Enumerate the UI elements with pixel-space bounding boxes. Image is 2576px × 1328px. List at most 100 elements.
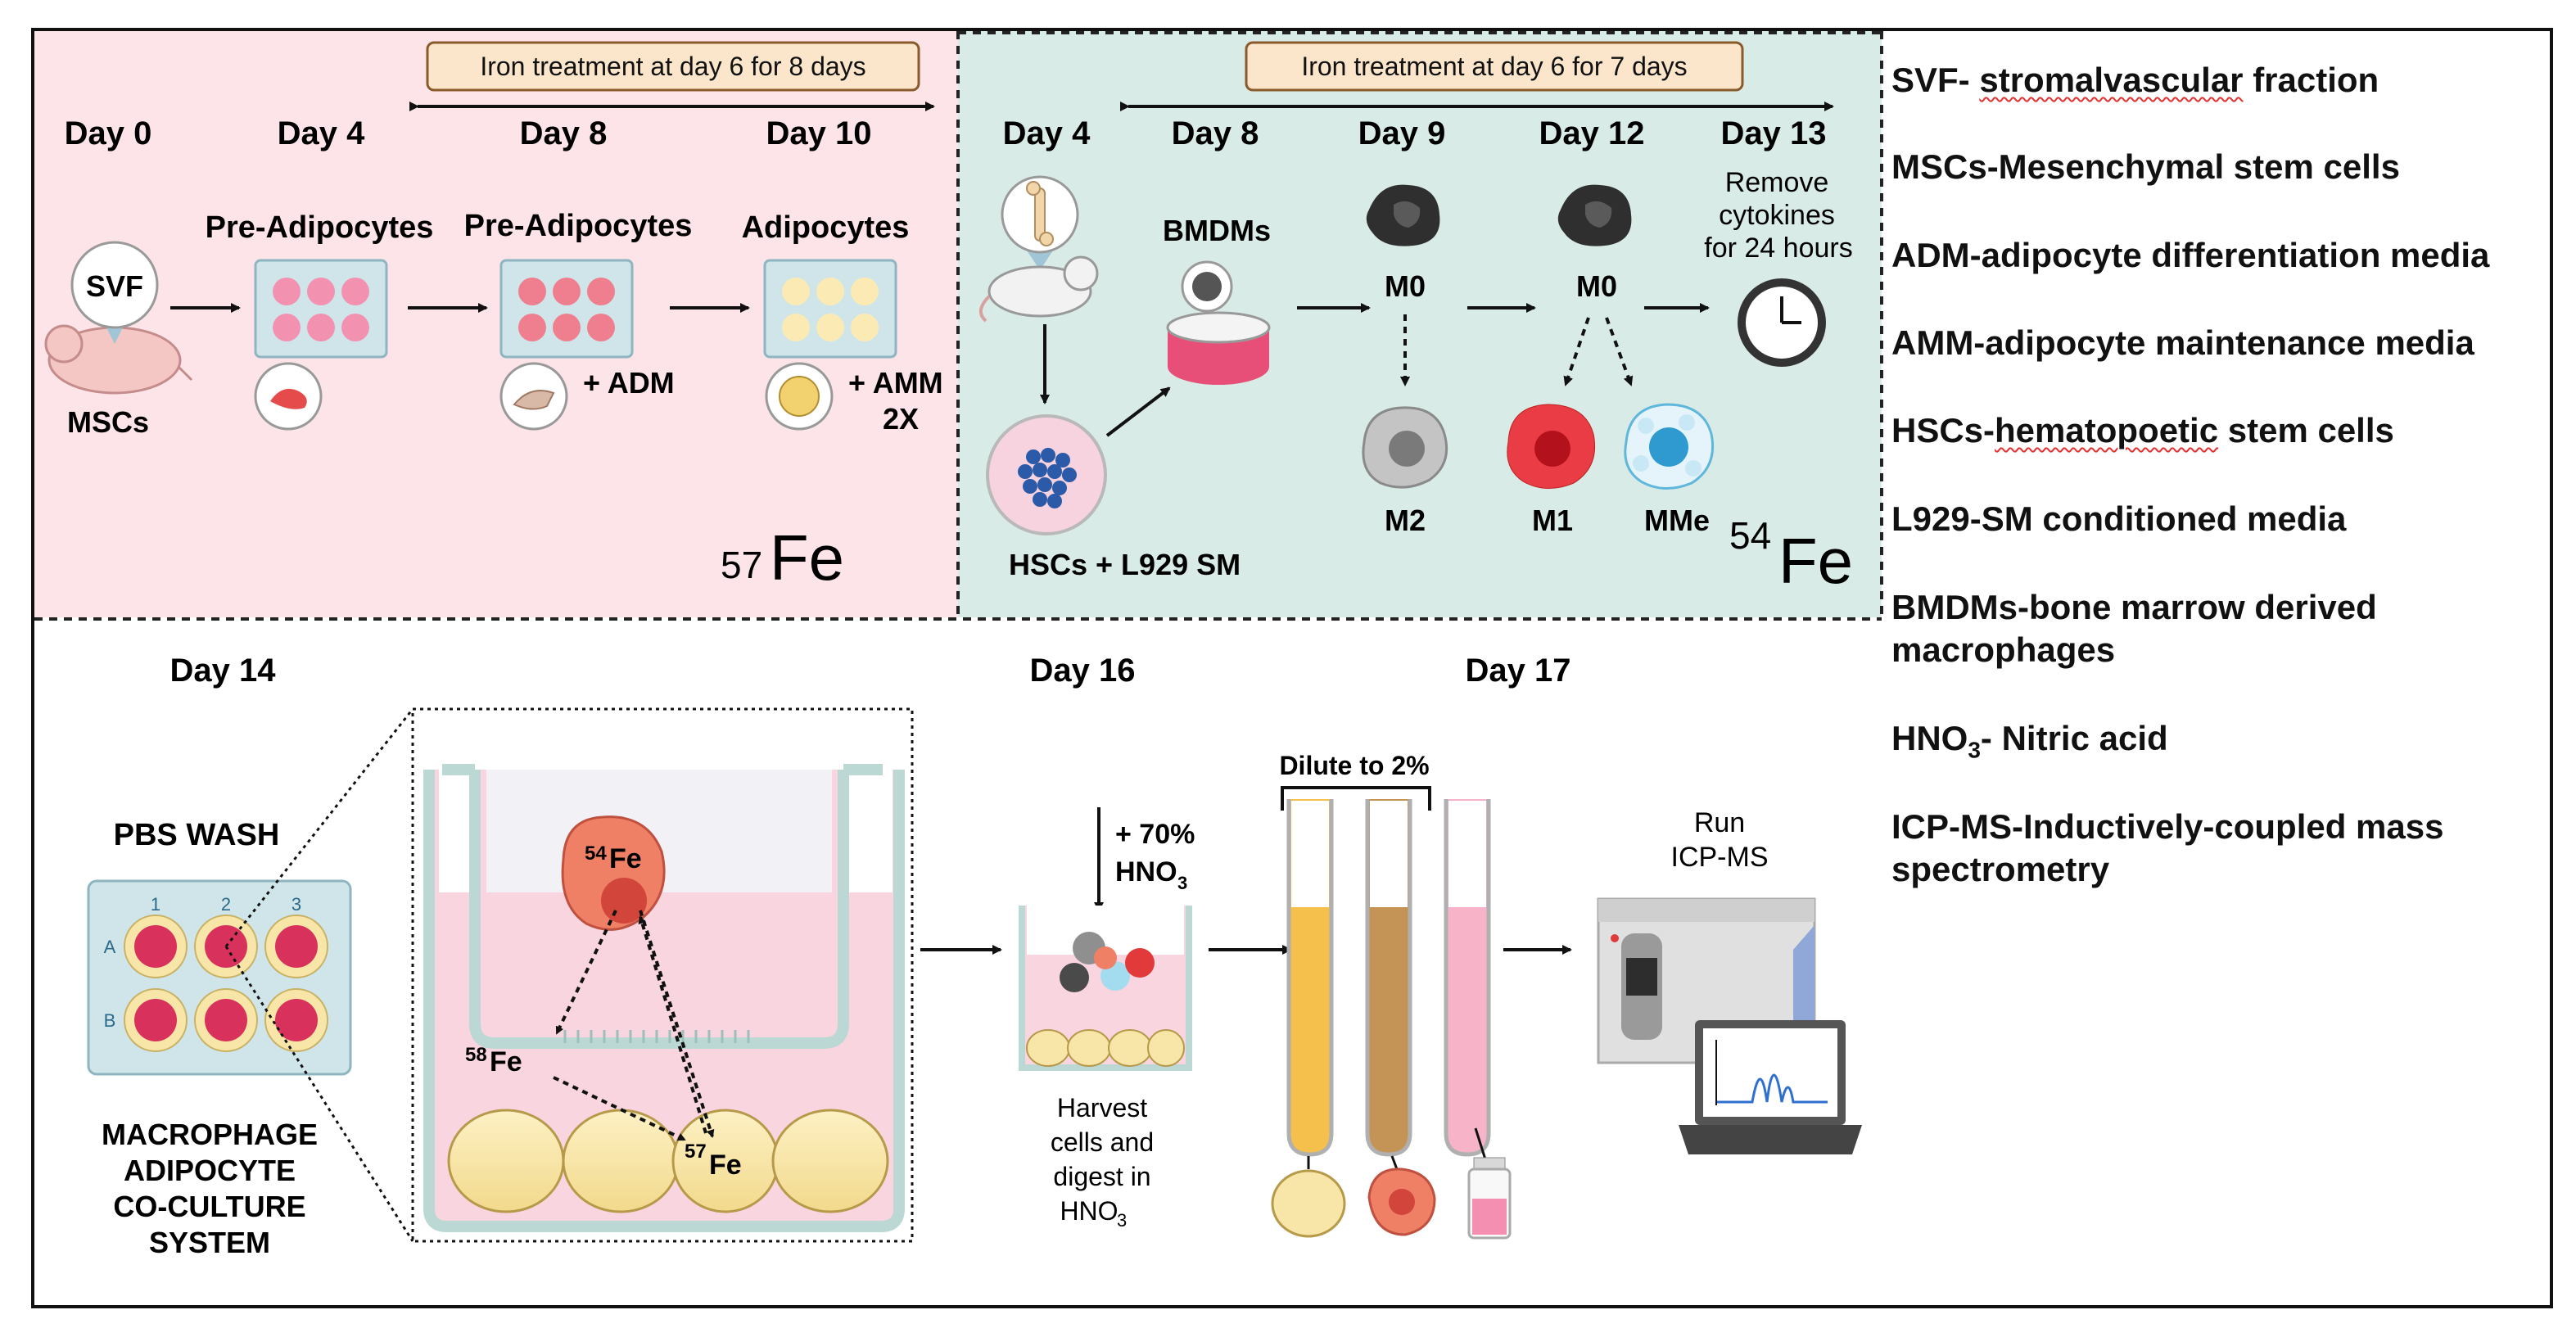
day-label: Day 14 — [170, 653, 277, 689]
legend-text: stem cells — [2218, 411, 2394, 449]
svf-label: SVF — [86, 269, 143, 303]
hscs-label: HSCs + L929 SM — [1009, 548, 1241, 581]
plate-row-label: A — [104, 937, 116, 957]
plate-row-label: B — [104, 1010, 116, 1031]
banner-a-text: Iron treatment at day 6 for 8 days — [480, 52, 865, 81]
macrophage-icon — [1557, 184, 1632, 246]
well-plate-icon — [763, 259, 897, 359]
panel-b: Iron treatment at day 6 for 7 days Day 4… — [979, 41, 1853, 597]
plate-col-label: 3 — [291, 894, 301, 915]
hno3-add-subscript: 3 — [1177, 873, 1187, 893]
m1-label: M1 — [1532, 504, 1573, 537]
macrophage-icon — [1366, 184, 1440, 246]
day-label: Day 8 — [1172, 115, 1259, 151]
adipocyte-cell — [779, 376, 820, 417]
m0-label: M0 — [1576, 269, 1617, 303]
pbs-wash-label: PBS WASH — [114, 818, 280, 852]
day-label: Day 12 — [1539, 115, 1645, 151]
adm-label: + ADM — [583, 366, 675, 400]
test-tube-icon — [1444, 799, 1491, 1157]
coculture-label: CO-CULTURE — [113, 1190, 305, 1223]
coculture-label: ADIPOCYTE — [124, 1154, 296, 1187]
rat-icon — [979, 255, 1099, 323]
m2-label: M2 — [1385, 504, 1426, 537]
fe58-symbol: Fe — [490, 1046, 522, 1077]
m0-label: M0 — [1385, 269, 1426, 303]
transwell-icon — [423, 764, 905, 1232]
plate-col-label: 1 — [151, 894, 160, 915]
panel-c: Day 14 Day 16 Day 17 PBS WASH 1 2 3 A B … — [87, 653, 1862, 1259]
run-icpms-label: Run — [1694, 807, 1745, 838]
isotope-54-mass: 54 — [1729, 514, 1771, 557]
harvest-subscript: 3 — [1117, 1210, 1127, 1231]
well-plate-icon — [87, 879, 352, 1076]
plate-col-label: 2 — [221, 894, 231, 915]
legend-hno3: HNO3- Nitric acid — [1891, 717, 2563, 771]
hno3-add-label: HNO — [1115, 856, 1177, 888]
fe57-symbol: Fe — [709, 1150, 742, 1181]
culture-dish-icon — [1166, 260, 1271, 385]
legend-amm: AMM-adipocyte maintenance media — [1891, 323, 2474, 362]
amm-2x-label: 2X — [883, 402, 919, 436]
day-label: Day 17 — [1466, 653, 1571, 689]
legend-svf: SVF- stromalvascular fraction — [1891, 59, 2563, 102]
test-tube-icon — [1365, 799, 1412, 1157]
fe54-mass: 54 — [585, 842, 607, 865]
legend-text: hematopoetic — [1995, 411, 2219, 449]
fe54-symbol: Fe — [609, 843, 642, 874]
fe58-mass: 58 — [465, 1044, 487, 1066]
m1-macrophage-icon — [1507, 404, 1596, 490]
isotope-54-symbol: Fe — [1778, 525, 1853, 597]
petri-dish-icon — [986, 414, 1107, 535]
legend-mscs: MSCs-Mesenchymal stem cells — [1891, 147, 2400, 186]
harvest-text: digest in — [1053, 1162, 1150, 1191]
legend-icpms: ICP-MS-Inductively-coupled mass spectrom… — [1891, 807, 2444, 888]
preadipocyte-cell — [270, 388, 307, 409]
amm-label: + AMM — [848, 366, 943, 400]
mscs-label: MSCs — [67, 405, 149, 439]
harvest-text: cells and — [1051, 1127, 1154, 1157]
panel-b-background — [958, 31, 1882, 617]
isotope-57-mass: 57 — [721, 544, 762, 586]
mme-label: MMe — [1644, 504, 1710, 537]
remove-text: cytokines — [1719, 200, 1835, 231]
legend-l929: L929-SM conditioned media — [1891, 499, 2347, 538]
banner-b-text: Iron treatment at day 6 for 7 days — [1301, 52, 1687, 81]
legend-subscript: 3 — [1968, 737, 1981, 763]
panel-a: Iron treatment at day 6 for 8 days Day 0… — [44, 41, 943, 594]
iron-treatment-banner-a — [426, 41, 920, 92]
well-plate-icon — [499, 259, 634, 359]
run-icpms-label: ICP-MS — [1671, 842, 1769, 873]
legend-text: HSCs- — [1891, 411, 1995, 449]
digest-well-icon — [1019, 906, 1192, 1071]
isotope-57-symbol: Fe — [770, 522, 844, 594]
fe57-mass: 57 — [685, 1141, 707, 1163]
legend-text: HNO — [1891, 719, 1968, 757]
test-tube-icon — [1286, 799, 1334, 1157]
m2-macrophage-icon — [1362, 406, 1448, 489]
preadipocyte-cell — [513, 390, 555, 410]
bmdms-label: BMDMs — [1163, 214, 1271, 247]
legend-text: stromalvascular — [1979, 61, 2244, 99]
day-label: Day 4 — [1003, 115, 1091, 151]
legend-bmdms: BMDMs-bone marrow derived macrophages — [1891, 588, 2377, 669]
iron-treatment-banner-b — [1245, 41, 1744, 92]
bone-icon — [1026, 181, 1054, 246]
clock-icon — [1738, 278, 1826, 367]
day-label: Day 0 — [65, 115, 152, 151]
legend-text: SVF- — [1891, 61, 1980, 99]
stage-label: Pre-Adipocytes — [464, 209, 693, 243]
stage-label: Pre-Adipocytes — [206, 210, 434, 245]
harvest-text: Harvest — [1057, 1093, 1147, 1122]
remove-text: for 24 hours — [1704, 233, 1852, 264]
legend-text: fraction — [2243, 61, 2379, 99]
legend-adm: ADM-adipocyte differentiation media — [1891, 236, 2490, 274]
vial-icon — [1467, 1157, 1512, 1240]
stage-label: Adipocytes — [742, 210, 910, 245]
day-label: Day 8 — [520, 115, 608, 151]
coculture-label: SYSTEM — [149, 1226, 270, 1259]
hno3-add-label: + 70% — [1115, 819, 1195, 850]
mme-macrophage-icon — [1624, 403, 1715, 490]
well-plate-icon — [254, 259, 388, 359]
